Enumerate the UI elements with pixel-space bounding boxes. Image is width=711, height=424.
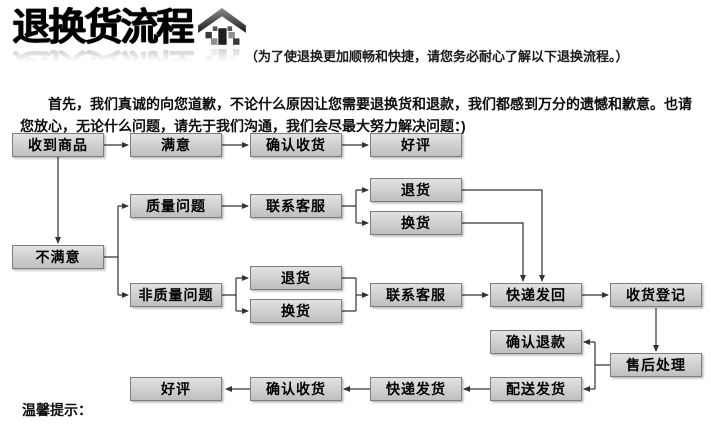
- page-title: 退换货流程: [12, 7, 194, 49]
- flow-node-after-sales-handling: 售后处理: [610, 353, 702, 377]
- flow-node-good-review-bottom: 好评: [130, 377, 222, 401]
- header-subtitle: （为了使退换更加顺畅和快捷，请您务必耐心了解以下退换流程。）: [245, 49, 629, 64]
- flow-node-return-2: 退货: [250, 266, 342, 290]
- flow-node-non-quality-issue: 非质量问题: [130, 283, 222, 307]
- flow-node-return-1: 退货: [370, 178, 462, 202]
- flow-node-express-send-back: 快递发回: [490, 283, 582, 307]
- flow-node-good-review-top: 好评: [370, 133, 462, 157]
- page-header: 退换货流程: [12, 6, 246, 54]
- flow-node-receipt-registration: 收货登记: [610, 283, 702, 307]
- flow-node-confirm-refund: 确认退款: [490, 330, 582, 354]
- flow-node-quality-issue: 质量问题: [130, 194, 222, 218]
- edge-exchange1-expressback: [462, 222, 526, 282]
- flow-node-contact-service-1: 联系客服: [250, 194, 342, 218]
- flow-node-exchange-2: 换货: [250, 299, 342, 323]
- flow-node-delivery-dispatch: 配送发货: [490, 377, 582, 401]
- flow-node-contact-service-2: 联系客服: [370, 283, 462, 307]
- flow-node-express-dispatch: 快递发货: [370, 377, 462, 401]
- flow-node-confirm-receipt-bottom: 确认收货: [250, 377, 342, 401]
- intro-paragraph: 首先，我们真诚的向您道歉，不论什么原因让您需要退换货和退款，我们都感到万分的遗憾…: [20, 96, 692, 134]
- edge-return1-expressback: [462, 189, 545, 282]
- flow-node-satisfied: 满意: [130, 133, 222, 157]
- flow-node-exchange-1: 换货: [370, 211, 462, 235]
- flow-node-confirm-receipt-top: 确认收货: [250, 133, 342, 157]
- house-arrow-icon: [198, 8, 246, 45]
- warm-tip-label: 温馨提示：: [22, 402, 92, 418]
- flow-node-unsatisfied: 不满意: [12, 245, 104, 269]
- flow-node-received-goods: 收到商品: [12, 133, 104, 157]
